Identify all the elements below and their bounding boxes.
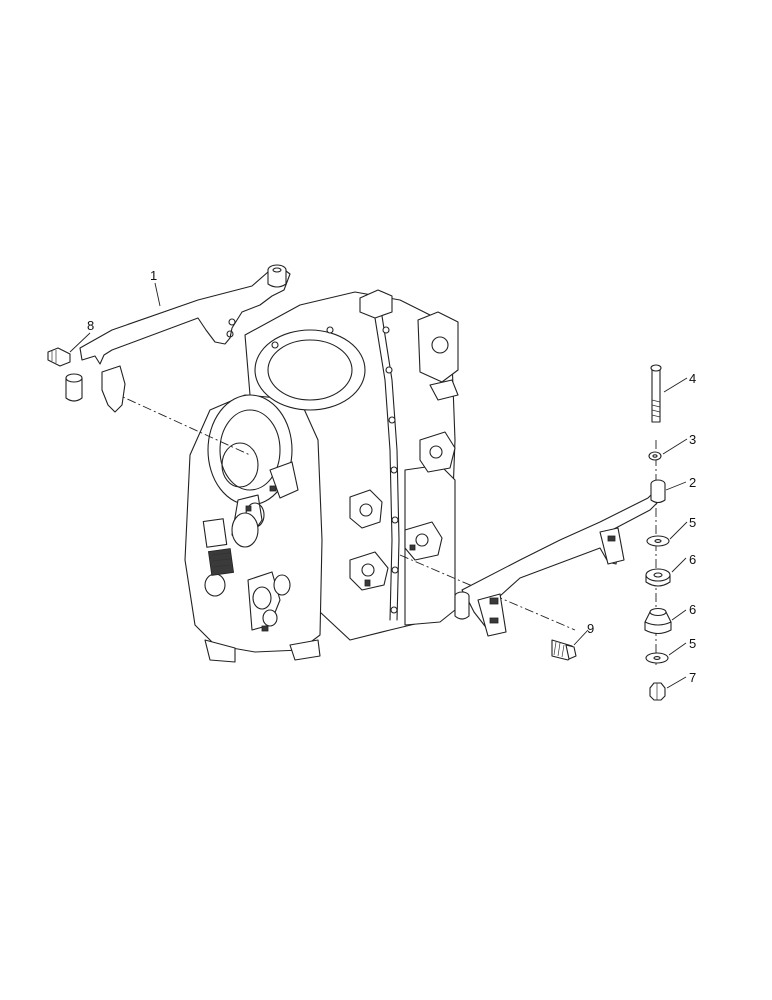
part-1-left-bracket <box>65 264 291 413</box>
callout-4: 4 <box>689 371 696 386</box>
callout-2: 2 <box>689 475 696 490</box>
callout-8: 8 <box>87 318 94 333</box>
callout-7: 7 <box>689 670 696 685</box>
callout-9: 9 <box>587 621 594 636</box>
part-4-long-bolt <box>650 364 662 423</box>
part-7-nut <box>649 682 666 701</box>
part-5-washer-upper <box>646 535 670 547</box>
center-line-left-bracket <box>111 391 251 456</box>
callout-1: 1 <box>150 268 157 283</box>
leader-lines <box>69 282 688 689</box>
callout-5-upper: 5 <box>689 515 696 530</box>
part-6-isolator-lower <box>644 607 672 635</box>
part-5-washer-lower <box>645 652 669 664</box>
part-8-bolt <box>47 347 71 367</box>
callout-6-upper: 6 <box>689 552 696 567</box>
part-2-right-bracket <box>454 479 666 637</box>
center-line-right-bracket <box>399 554 576 631</box>
callout-6-lower: 6 <box>689 602 696 617</box>
callout-5-lower: 5 <box>689 636 696 651</box>
part-9-bolt <box>551 639 577 661</box>
part-3-washer <box>648 451 662 461</box>
part-6-isolator-upper <box>645 568 671 587</box>
callout-3: 3 <box>689 432 696 447</box>
transmission-housing <box>184 289 459 663</box>
